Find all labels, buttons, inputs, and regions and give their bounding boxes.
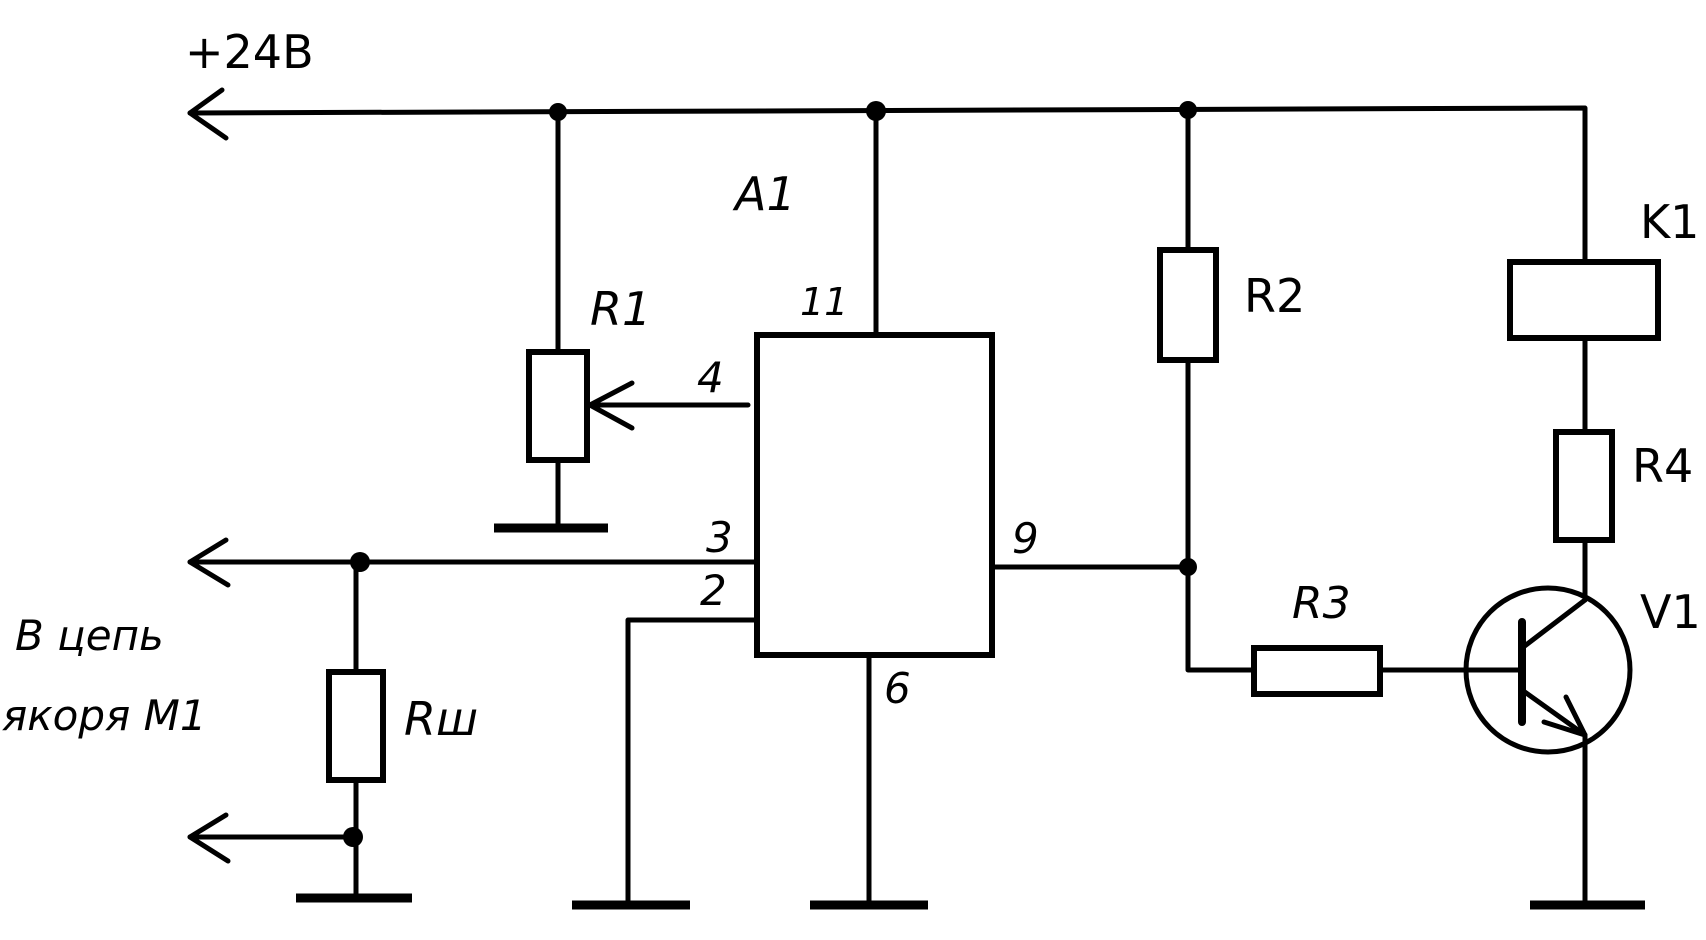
r4-body xyxy=(1553,429,1615,543)
v1-label: V1 xyxy=(1640,585,1701,639)
rsh-label: Rш xyxy=(404,692,478,746)
supply-rail xyxy=(187,87,1588,265)
pin-9-label: 9 xyxy=(1012,514,1039,563)
armature-circuit-note-line2: якоря М1 xyxy=(2,691,207,740)
ic-a1-body xyxy=(754,332,995,658)
junction-dot-rsh-top xyxy=(350,552,370,572)
r3-label: R3 xyxy=(1292,578,1351,629)
ic-a1 xyxy=(187,108,1191,910)
ic-a1-label: A1 xyxy=(732,167,796,221)
r4-label: R4 xyxy=(1632,439,1693,493)
v1-envelope xyxy=(1463,585,1633,755)
pin-6-label: 6 xyxy=(884,664,911,713)
k1-label: K1 xyxy=(1640,195,1699,249)
r1-body xyxy=(526,349,590,463)
resistor-r4 xyxy=(1553,429,1615,603)
transistor-v1 xyxy=(1463,585,1645,910)
r1-label: R1 xyxy=(590,282,651,336)
pin-3-label: 3 xyxy=(706,513,733,562)
supply-voltage-label: +24В xyxy=(185,25,314,79)
armature-circuit-note-line1: В цепь xyxy=(15,611,164,660)
resistor-r3 xyxy=(1185,564,1525,697)
pin-2-label: 2 xyxy=(700,566,727,615)
potentiometer-r1 xyxy=(494,109,751,533)
r2-body xyxy=(1157,247,1219,363)
pin-4-label: 4 xyxy=(697,353,724,402)
k1-coil-body xyxy=(1507,259,1661,341)
r2-label: R2 xyxy=(1244,269,1305,323)
resistor-r2 xyxy=(1157,107,1219,570)
relay-k1 xyxy=(1507,259,1661,435)
rsh-body xyxy=(326,669,386,783)
shunt-resistor-rsh xyxy=(187,559,412,903)
junction-dot-rsh-bottom xyxy=(343,827,363,847)
pin-11-label: 11 xyxy=(800,280,848,324)
r3-body xyxy=(1251,645,1383,697)
